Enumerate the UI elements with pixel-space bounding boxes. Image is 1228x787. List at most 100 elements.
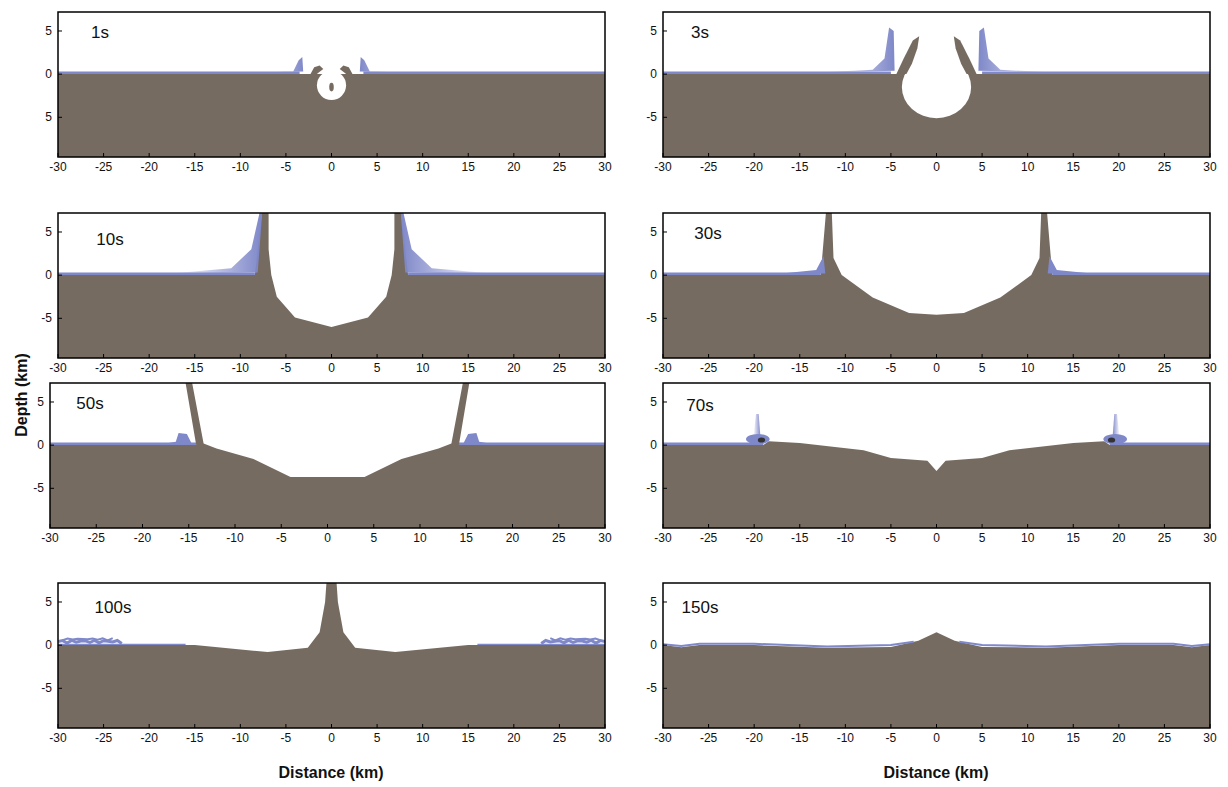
tick-label: 30: [598, 732, 611, 744]
axis-title: Depth (km): [14, 353, 30, 437]
tick-label: 5: [45, 25, 52, 37]
material: [477, 644, 605, 645]
tick-label: -10: [232, 732, 249, 744]
tick-label: 10: [1021, 362, 1034, 374]
tick-mark: [605, 153, 606, 157]
tick-mark: [58, 275, 62, 276]
tick-mark: [50, 488, 54, 489]
tick-label: -5: [646, 682, 657, 694]
material: [58, 74, 605, 157]
material: [58, 583, 605, 728]
water-wave: [959, 642, 1210, 647]
tick-label: 0: [324, 532, 331, 544]
time-label: 30s: [694, 225, 721, 242]
tick-label: -25: [95, 161, 112, 173]
tick-label: 10: [413, 532, 426, 544]
panel: [663, 583, 1210, 749]
material: [978, 28, 1055, 73]
tick-mark: [982, 724, 983, 728]
time-label: 50s: [76, 395, 103, 412]
tick-label: -30: [654, 532, 671, 544]
material: [317, 71, 346, 100]
material: [753, 414, 760, 438]
tick-label: 20: [507, 362, 520, 374]
tick-mark: [845, 153, 846, 157]
tick-label: -10: [226, 532, 243, 544]
tick-mark: [468, 153, 469, 157]
tick-mark: [663, 524, 664, 528]
tick-label: 0: [328, 362, 335, 374]
tick-mark: [559, 354, 560, 358]
panel-content: [50, 383, 605, 528]
tick-mark: [754, 354, 755, 358]
panel-frame: [663, 213, 1210, 358]
tick-mark: [58, 117, 62, 118]
tick-mark: [663, 645, 667, 646]
tick-label: -25: [700, 532, 717, 544]
time-label: 1s: [91, 24, 109, 41]
tick-label: -15: [791, 362, 808, 374]
tick-label: -5: [41, 682, 52, 694]
tick-mark: [663, 153, 664, 157]
tick-mark: [58, 354, 59, 358]
tick-mark: [799, 724, 800, 728]
tick-mark: [50, 401, 54, 402]
tick-mark: [331, 153, 332, 157]
tick-label: 25: [552, 532, 565, 544]
tick-label: 5: [979, 732, 986, 744]
tick-label: 25: [553, 732, 566, 744]
tick-mark: [754, 153, 755, 157]
tick-label: -5: [646, 482, 657, 494]
panel-frame: [58, 12, 605, 157]
material: [329, 83, 334, 92]
material: [360, 57, 414, 73]
tick-label: -5: [281, 362, 292, 374]
tick-label: 0: [933, 161, 940, 173]
tick-label: -20: [140, 362, 157, 374]
material: [363, 72, 605, 75]
material: [663, 441, 1210, 528]
water-wave: [63, 638, 113, 640]
time-label: 150s: [682, 599, 719, 616]
tick-label: 15: [460, 532, 473, 544]
tick-label: 0: [45, 269, 52, 281]
tick-mark: [1210, 354, 1211, 358]
tick-mark: [799, 153, 800, 157]
tick-label: 0: [933, 362, 940, 374]
tick-label: -20: [745, 532, 762, 544]
tick-label: 0: [328, 161, 335, 173]
tick-mark: [845, 354, 846, 358]
tick-label: -5: [646, 312, 657, 324]
time-label: 100s: [95, 599, 132, 616]
tick-label: 25: [1158, 532, 1171, 544]
tick-mark: [982, 153, 983, 157]
tick-label: 30: [1203, 161, 1216, 173]
tick-label: 0: [45, 68, 52, 80]
tick-label: -20: [745, 161, 762, 173]
tick-label: -15: [186, 732, 203, 744]
tick-mark: [663, 318, 667, 319]
panel: [663, 383, 1210, 549]
tick-label: 5: [45, 226, 52, 238]
tick-mark: [331, 354, 332, 358]
tick-label: -15: [180, 532, 197, 544]
tick-label: -15: [791, 532, 808, 544]
tick-mark: [982, 354, 983, 358]
tick-mark: [663, 488, 667, 489]
tick-label: 5: [650, 226, 657, 238]
time-label: 10s: [96, 231, 123, 248]
tick-label: 5: [374, 732, 381, 744]
tick-mark: [285, 724, 286, 728]
tick-mark: [799, 524, 800, 528]
tick-mark: [58, 318, 62, 319]
material: [818, 28, 895, 73]
tick-mark: [663, 117, 667, 118]
tick-label: -30: [49, 732, 66, 744]
tick-mark: [149, 724, 150, 728]
tick-mark: [240, 354, 241, 358]
tick-mark: [58, 74, 62, 75]
panel-frame: [50, 383, 605, 528]
tick-label: 15: [1067, 362, 1080, 374]
tick-mark: [845, 724, 846, 728]
